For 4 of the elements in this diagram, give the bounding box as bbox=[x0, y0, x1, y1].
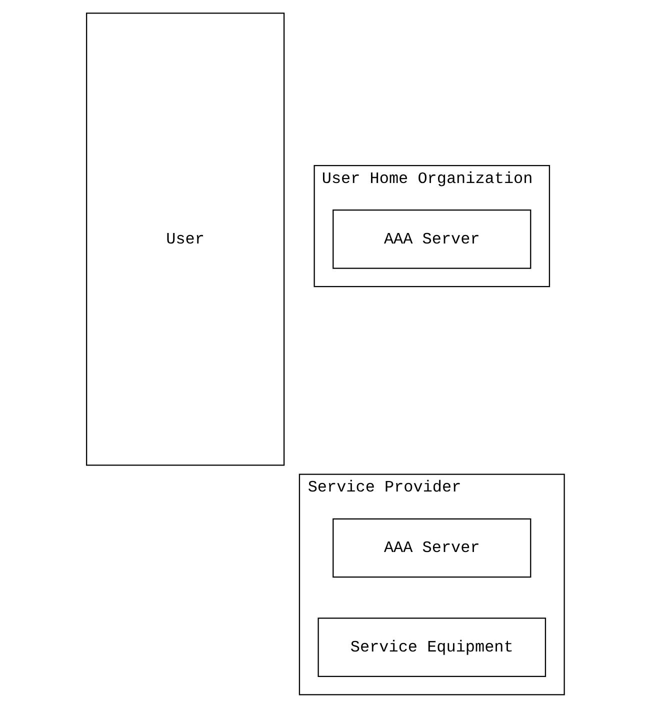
node-box: AAA Server bbox=[332, 210, 531, 269]
node-box: Service Equipment bbox=[317, 618, 546, 677]
node-box: AAA Server bbox=[332, 518, 531, 578]
node-box: User bbox=[86, 12, 284, 466]
